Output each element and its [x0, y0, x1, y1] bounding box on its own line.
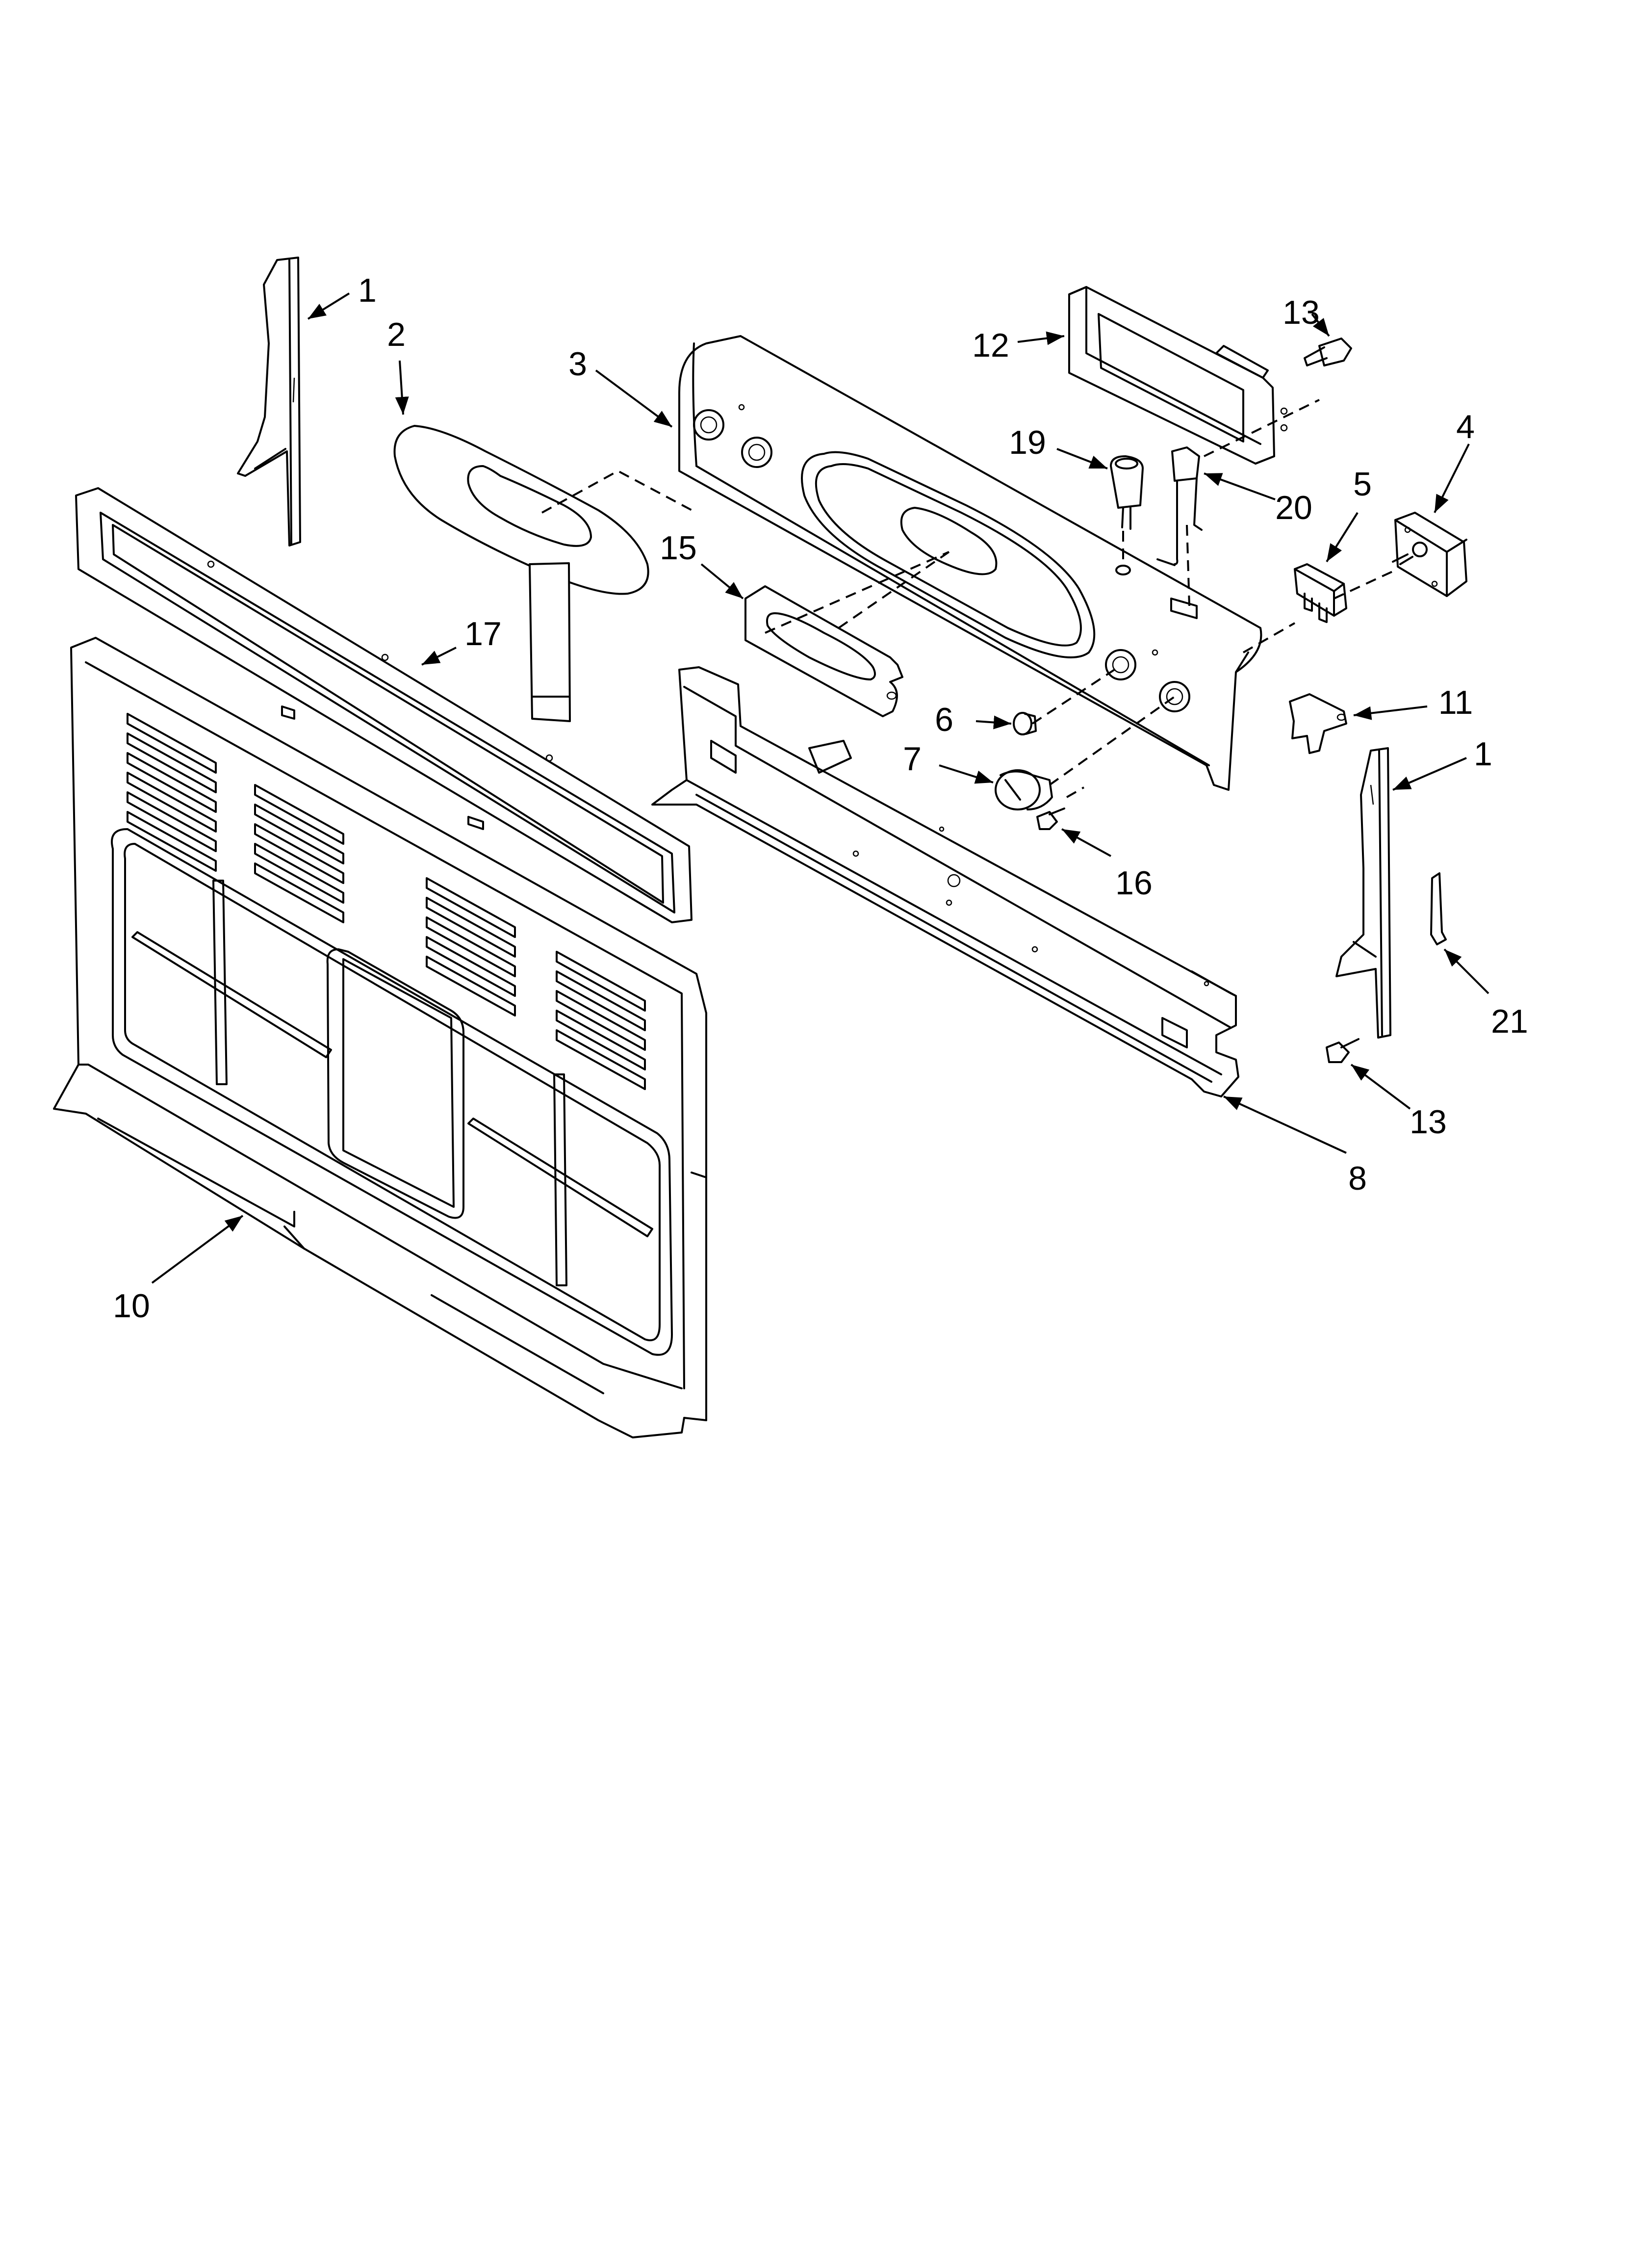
callout-4: 4 — [1456, 408, 1475, 445]
part-trim-frame — [75, 487, 693, 923]
part-screw-lower — [1326, 1038, 1360, 1063]
part-screw-small — [1036, 808, 1065, 830]
part-infinite-switch — [1392, 512, 1467, 597]
callout-13a: 13 — [1283, 294, 1320, 331]
leader-6 — [975, 715, 1012, 730]
part-display-lens — [744, 585, 903, 717]
louvers-group-1 — [127, 713, 217, 872]
leader-lines — [151, 292, 1489, 1284]
leader-2 — [395, 360, 409, 415]
callout-20: 20 — [1275, 489, 1312, 526]
assembly-lines — [541, 399, 1398, 798]
callout-2: 2 — [387, 316, 406, 353]
leader-8 — [1223, 1095, 1347, 1154]
callout-13b: 13 — [1410, 1103, 1447, 1141]
callout-16: 16 — [1115, 864, 1153, 902]
part-lamp-socket — [1110, 455, 1144, 530]
part-side-trim-right — [1335, 747, 1391, 1039]
callout-3: 3 — [568, 345, 587, 383]
leader-13a — [1311, 313, 1330, 337]
leader-21 — [1443, 948, 1489, 994]
part-back-panel — [53, 637, 707, 1438]
part-clip — [1430, 872, 1447, 945]
part-overlay — [393, 425, 649, 722]
leader-16 — [1061, 828, 1111, 857]
callout-11: 11 — [1438, 684, 1473, 721]
leader-1a — [307, 292, 350, 320]
leader-12 — [1017, 331, 1065, 345]
leader-19 — [1056, 448, 1108, 469]
callout-12: 12 — [972, 327, 1009, 364]
leader-5 — [1326, 512, 1359, 563]
leader-3 — [595, 369, 673, 428]
leader-13b — [1350, 1064, 1411, 1110]
louvers-group-3 — [426, 877, 516, 1017]
callout-1b: 1 — [1474, 735, 1492, 773]
leader-17 — [421, 647, 457, 666]
leader-20 — [1204, 472, 1276, 500]
callout-6: 6 — [935, 701, 953, 738]
leader-10 — [151, 1215, 244, 1284]
callout-1a: 1 — [358, 272, 377, 309]
callout-labels: 1 2 3 12 13 19 20 4 5 15 17 6 7 11 1 16 … — [113, 272, 1528, 1325]
leader-15 — [700, 563, 744, 600]
part-console — [678, 335, 1262, 791]
leader-4 — [1434, 443, 1470, 513]
part-switch — [1156, 446, 1203, 566]
part-screw-upper — [1304, 338, 1352, 366]
callout-8: 8 — [1348, 1160, 1367, 1197]
callout-10: 10 — [113, 1287, 150, 1325]
part-support-channel — [651, 666, 1239, 1097]
callout-5: 5 — [1353, 466, 1372, 503]
leader-1b — [1392, 757, 1467, 791]
part-side-trim-left — [237, 257, 301, 547]
part-bracket-clip — [1289, 693, 1347, 754]
callout-21: 21 — [1491, 1003, 1528, 1040]
louvers-group-4 — [556, 951, 646, 1090]
leader-11 — [1353, 705, 1428, 720]
part-relay — [1294, 563, 1347, 623]
part-knob — [995, 769, 1053, 810]
callout-15: 15 — [660, 529, 697, 567]
callout-17: 17 — [464, 615, 502, 652]
part-button — [1013, 712, 1037, 735]
louvers-group-2 — [254, 784, 344, 923]
leader-7 — [939, 764, 994, 784]
part-control-board — [1068, 286, 1288, 465]
callout-19: 19 — [1009, 424, 1046, 461]
callout-7: 7 — [903, 740, 922, 778]
